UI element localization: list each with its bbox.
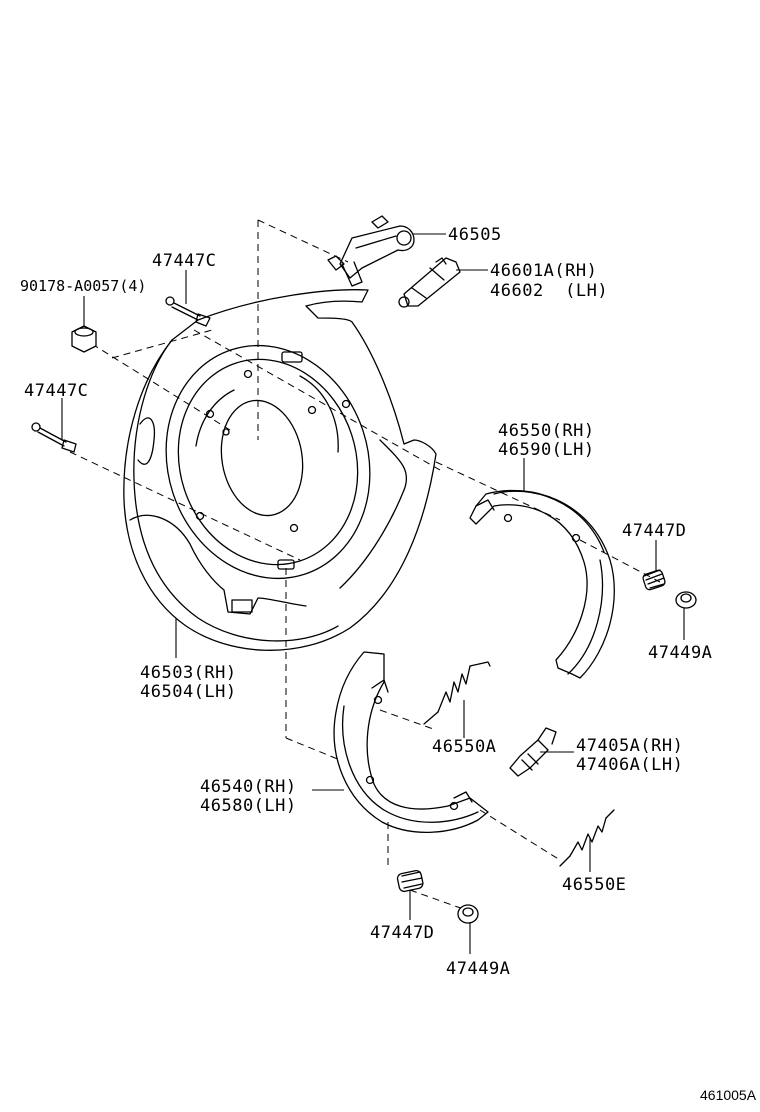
label-46540-rh: 46540(RH) [200, 777, 297, 797]
label-47449a-right: 47449A [648, 643, 712, 663]
spring-47447d-bottom [396, 869, 424, 892]
brake-strut [398, 257, 461, 308]
spring-46550e [559, 809, 615, 867]
label-47449a-bottom: 47449A [446, 959, 510, 979]
retainer-cup-47449a-bottom [457, 904, 479, 924]
label-47447d-bottom: 47447D [370, 923, 434, 943]
spring-47447d-right [642, 569, 666, 591]
label-46503-rh: 46503(RH) [140, 663, 237, 683]
label-46505: 46505 [448, 225, 502, 245]
label-47447d-right: 47447D [622, 521, 686, 541]
brake-cable-lever [327, 215, 415, 287]
spring-46550a [423, 661, 491, 725]
label-47406a-lh: 47406A(LH) [576, 755, 683, 775]
label-46580-lh: 46580(LH) [200, 796, 297, 816]
label-47447c-left: 47447C [24, 381, 88, 401]
label-47405a-rh: 47405A(RH) [576, 736, 683, 756]
backing-plate [123, 289, 437, 651]
label-47447c-top: 47447C [152, 251, 216, 271]
leader-lines [61, 233, 685, 954]
label-46590-lh: 46590(LH) [498, 440, 595, 460]
parking-brake-shoe-upper [469, 489, 615, 679]
label-46601a-rh: 46601A(RH) [490, 261, 597, 281]
adjuster-47405a [509, 727, 557, 777]
figure-id: 461005A [700, 1087, 757, 1103]
label-46550a: 46550A [432, 737, 496, 757]
bolt-47447c-top [165, 296, 211, 327]
assembly-guide-lines [69, 219, 661, 911]
label-90178-a0057: 90178-A0057(4) [20, 277, 146, 295]
label-46504-lh: 46504(LH) [140, 682, 237, 702]
nut-90178 [71, 325, 97, 353]
label-46602-lh: 46602 (LH) [490, 281, 608, 301]
label-46550e: 46550E [562, 875, 626, 895]
label-46550-rh: 46550(RH) [498, 421, 595, 441]
parking-brake-shoe-lower [333, 651, 489, 834]
retainer-cup-47449a-right [675, 591, 697, 609]
bolt-47447c-left [31, 422, 77, 453]
